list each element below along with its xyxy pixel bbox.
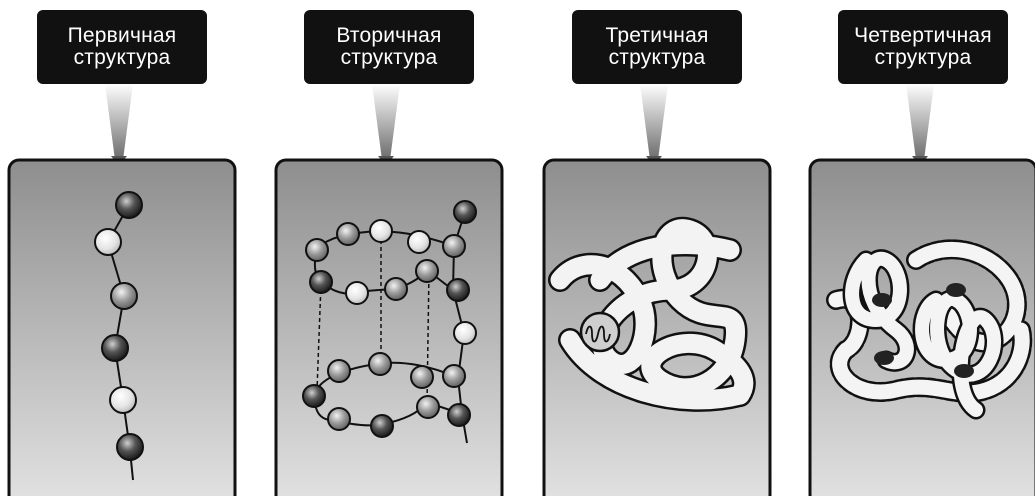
- primary-structure-figure: [7, 84, 237, 496]
- helix-detail-icon: [579, 311, 621, 353]
- heme-groups: [872, 283, 974, 378]
- quaternary-structure-figure: [808, 84, 1035, 496]
- label-line1: Вторичная: [336, 24, 442, 47]
- tertiary-structure-column: Третичная структура: [540, 0, 772, 496]
- label-line1: Третичная: [605, 24, 709, 47]
- secondary-structure-column: Вторичная структура: [272, 0, 504, 496]
- label-line2: структура: [874, 46, 972, 69]
- label-line1: Четвертичная: [854, 24, 992, 47]
- primary-structure-label: Первичная структура: [37, 10, 207, 84]
- quaternary-structure-column: Четвертичная структура: [806, 0, 1035, 496]
- amino-acid-chain: [94, 191, 144, 481]
- label-line2: структура: [73, 46, 171, 69]
- primary-structure-column: Первичная структура: [5, 0, 237, 496]
- solid-subunits: [842, 249, 1004, 420]
- secondary-structure-label: Вторичная структура: [304, 10, 474, 84]
- secondary-structure-figure: [274, 84, 504, 496]
- label-line2: структура: [340, 46, 438, 69]
- quaternary-structure-label: Четвертичная структура: [838, 10, 1008, 84]
- folded-polypeptide: [548, 216, 756, 412]
- label-line2: структура: [608, 46, 706, 69]
- label-line1: Первичная: [67, 24, 177, 47]
- tertiary-structure-figure: [542, 84, 772, 496]
- alpha-helix: [302, 200, 477, 444]
- tertiary-structure-label: Третичная структура: [572, 10, 742, 84]
